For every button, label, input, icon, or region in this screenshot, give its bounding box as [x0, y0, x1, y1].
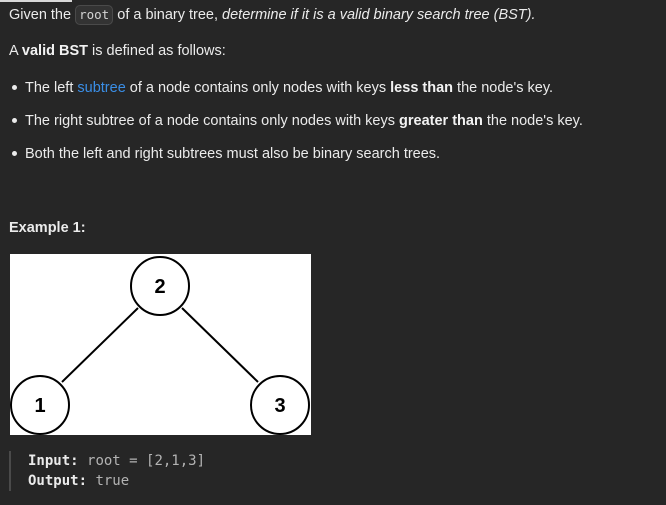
input-value: root = [2,1,3] [87, 453, 206, 469]
rule-item-both: Both the left and right subtrees must al… [0, 144, 583, 177]
definition-bold: valid BST [21, 43, 88, 59]
tree-node-left [10, 375, 70, 435]
intro-paragraph: Given the root of a binary tree, determi… [9, 5, 536, 25]
example-io-block: Input: root = [2,1,3] Output: true [9, 451, 205, 491]
inline-code-root: root [75, 5, 114, 25]
rule-item-right: The right subtree of a node contains onl… [0, 111, 583, 144]
input-label: Input: [28, 453, 79, 469]
rule-text: Both the left and right subtrees must al… [25, 146, 441, 162]
bullet-dot-icon [12, 151, 17, 156]
example-output-line: Output: true [28, 471, 205, 491]
rule-text: The right subtree of a node contains onl… [25, 113, 395, 129]
rules-list: The left subtree of a node contains only… [0, 78, 583, 177]
rule-bold: greater than [399, 113, 483, 129]
rule-bold: less than [390, 80, 454, 96]
rule-text: The left [25, 80, 74, 96]
tree-node-root-label: 2 [154, 276, 165, 298]
tree-node-root [130, 256, 190, 316]
output-value: true [95, 473, 130, 489]
top-divider [0, 0, 72, 2]
bullet-dot-icon [12, 118, 17, 123]
bullet-dot-icon [12, 85, 17, 90]
example-title: Example 1: [9, 220, 86, 236]
tree-edge-left [61, 307, 139, 383]
intro-emphasis: determine if it is a valid binary search… [222, 7, 536, 23]
rule-text: the node's key. [486, 113, 583, 129]
tree-node-right [250, 375, 310, 435]
tree-node-right-label: 3 [274, 395, 285, 417]
rule-item-left: The left subtree of a node contains only… [0, 78, 583, 111]
tree-edge-right [181, 307, 259, 383]
rule-text: of a node contains only nodes with keys [129, 80, 387, 96]
tree-diagram: 2 1 3 [10, 256, 310, 435]
definition-prefix: A [9, 43, 18, 59]
intro-prefix: Given the [9, 7, 72, 23]
intro-middle: of a binary tree, [117, 7, 218, 23]
definition-paragraph: A valid BST is defined as follows: [9, 41, 226, 61]
rule-text: the node's key. [457, 80, 554, 96]
definition-suffix: is defined as follows: [92, 43, 226, 59]
example-input-line: Input: root = [2,1,3] [28, 451, 205, 471]
subtree-link[interactable]: subtree [77, 80, 126, 96]
tree-node-left-label: 1 [34, 395, 45, 417]
example-tree-image: 2 1 3 [10, 254, 311, 435]
output-label: Output: [28, 473, 88, 489]
